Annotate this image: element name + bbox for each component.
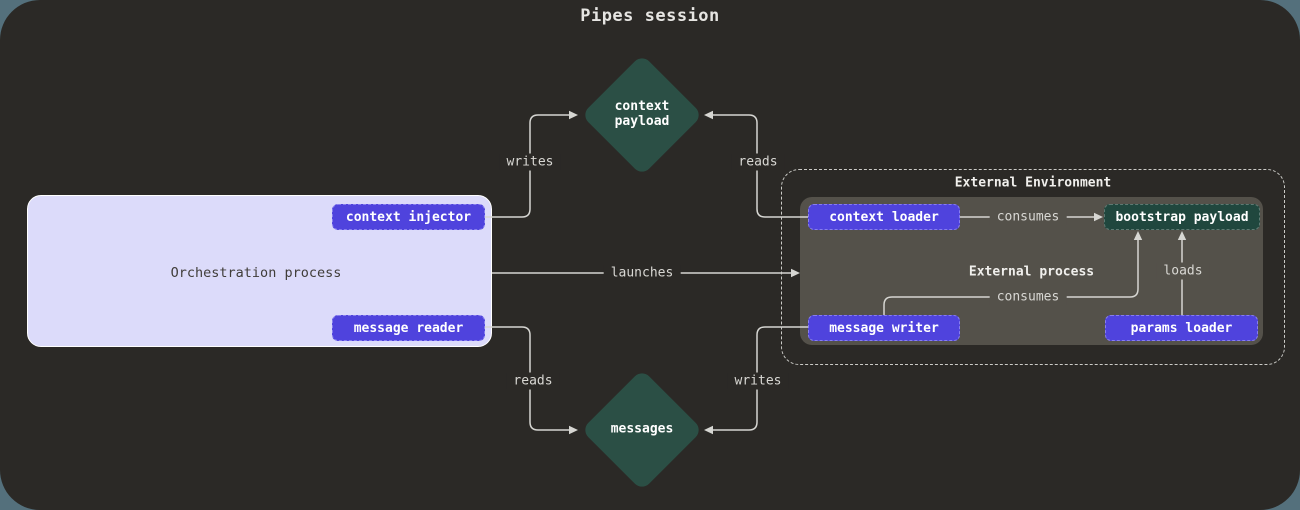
edge-label-consumes-writer: consumes xyxy=(989,288,1067,306)
message-writer-node: message writer xyxy=(808,315,960,341)
message-reader-node: message reader xyxy=(332,315,485,341)
external-environment-label: External Environment xyxy=(954,175,1112,191)
params-loader-node: params loader xyxy=(1105,315,1258,341)
context-loader-node: context loader xyxy=(808,204,960,230)
context-injector-node: context injector xyxy=(332,204,485,230)
edge-label-reads-bottom: reads xyxy=(506,372,560,390)
orchestration-process-label: Orchestration process xyxy=(170,265,342,281)
edge-label-writes-top: writes xyxy=(499,153,561,171)
arrowhead-reads-top xyxy=(704,110,713,120)
arrowhead-reads-bottom xyxy=(569,425,578,435)
external-process-label: External process xyxy=(968,264,1095,280)
arrowhead-writes-bottom xyxy=(704,425,713,435)
edge-label-reads-top: reads xyxy=(731,153,785,171)
edge-label-writes-bottom: writes xyxy=(727,372,789,390)
edge-label-loads: loads xyxy=(1156,262,1210,280)
bootstrap-payload-node: bootstrap payload xyxy=(1104,204,1260,230)
edge-label-consumes-loader: consumes xyxy=(989,208,1067,226)
context-payload-label: context payload xyxy=(614,99,670,129)
diagram-title: Pipes session xyxy=(580,6,720,26)
edge-label-launches: launches xyxy=(603,264,681,282)
messages-label: messages xyxy=(610,421,674,437)
external-environment-panel xyxy=(781,169,1285,365)
arrowhead-writes-top xyxy=(569,110,578,120)
